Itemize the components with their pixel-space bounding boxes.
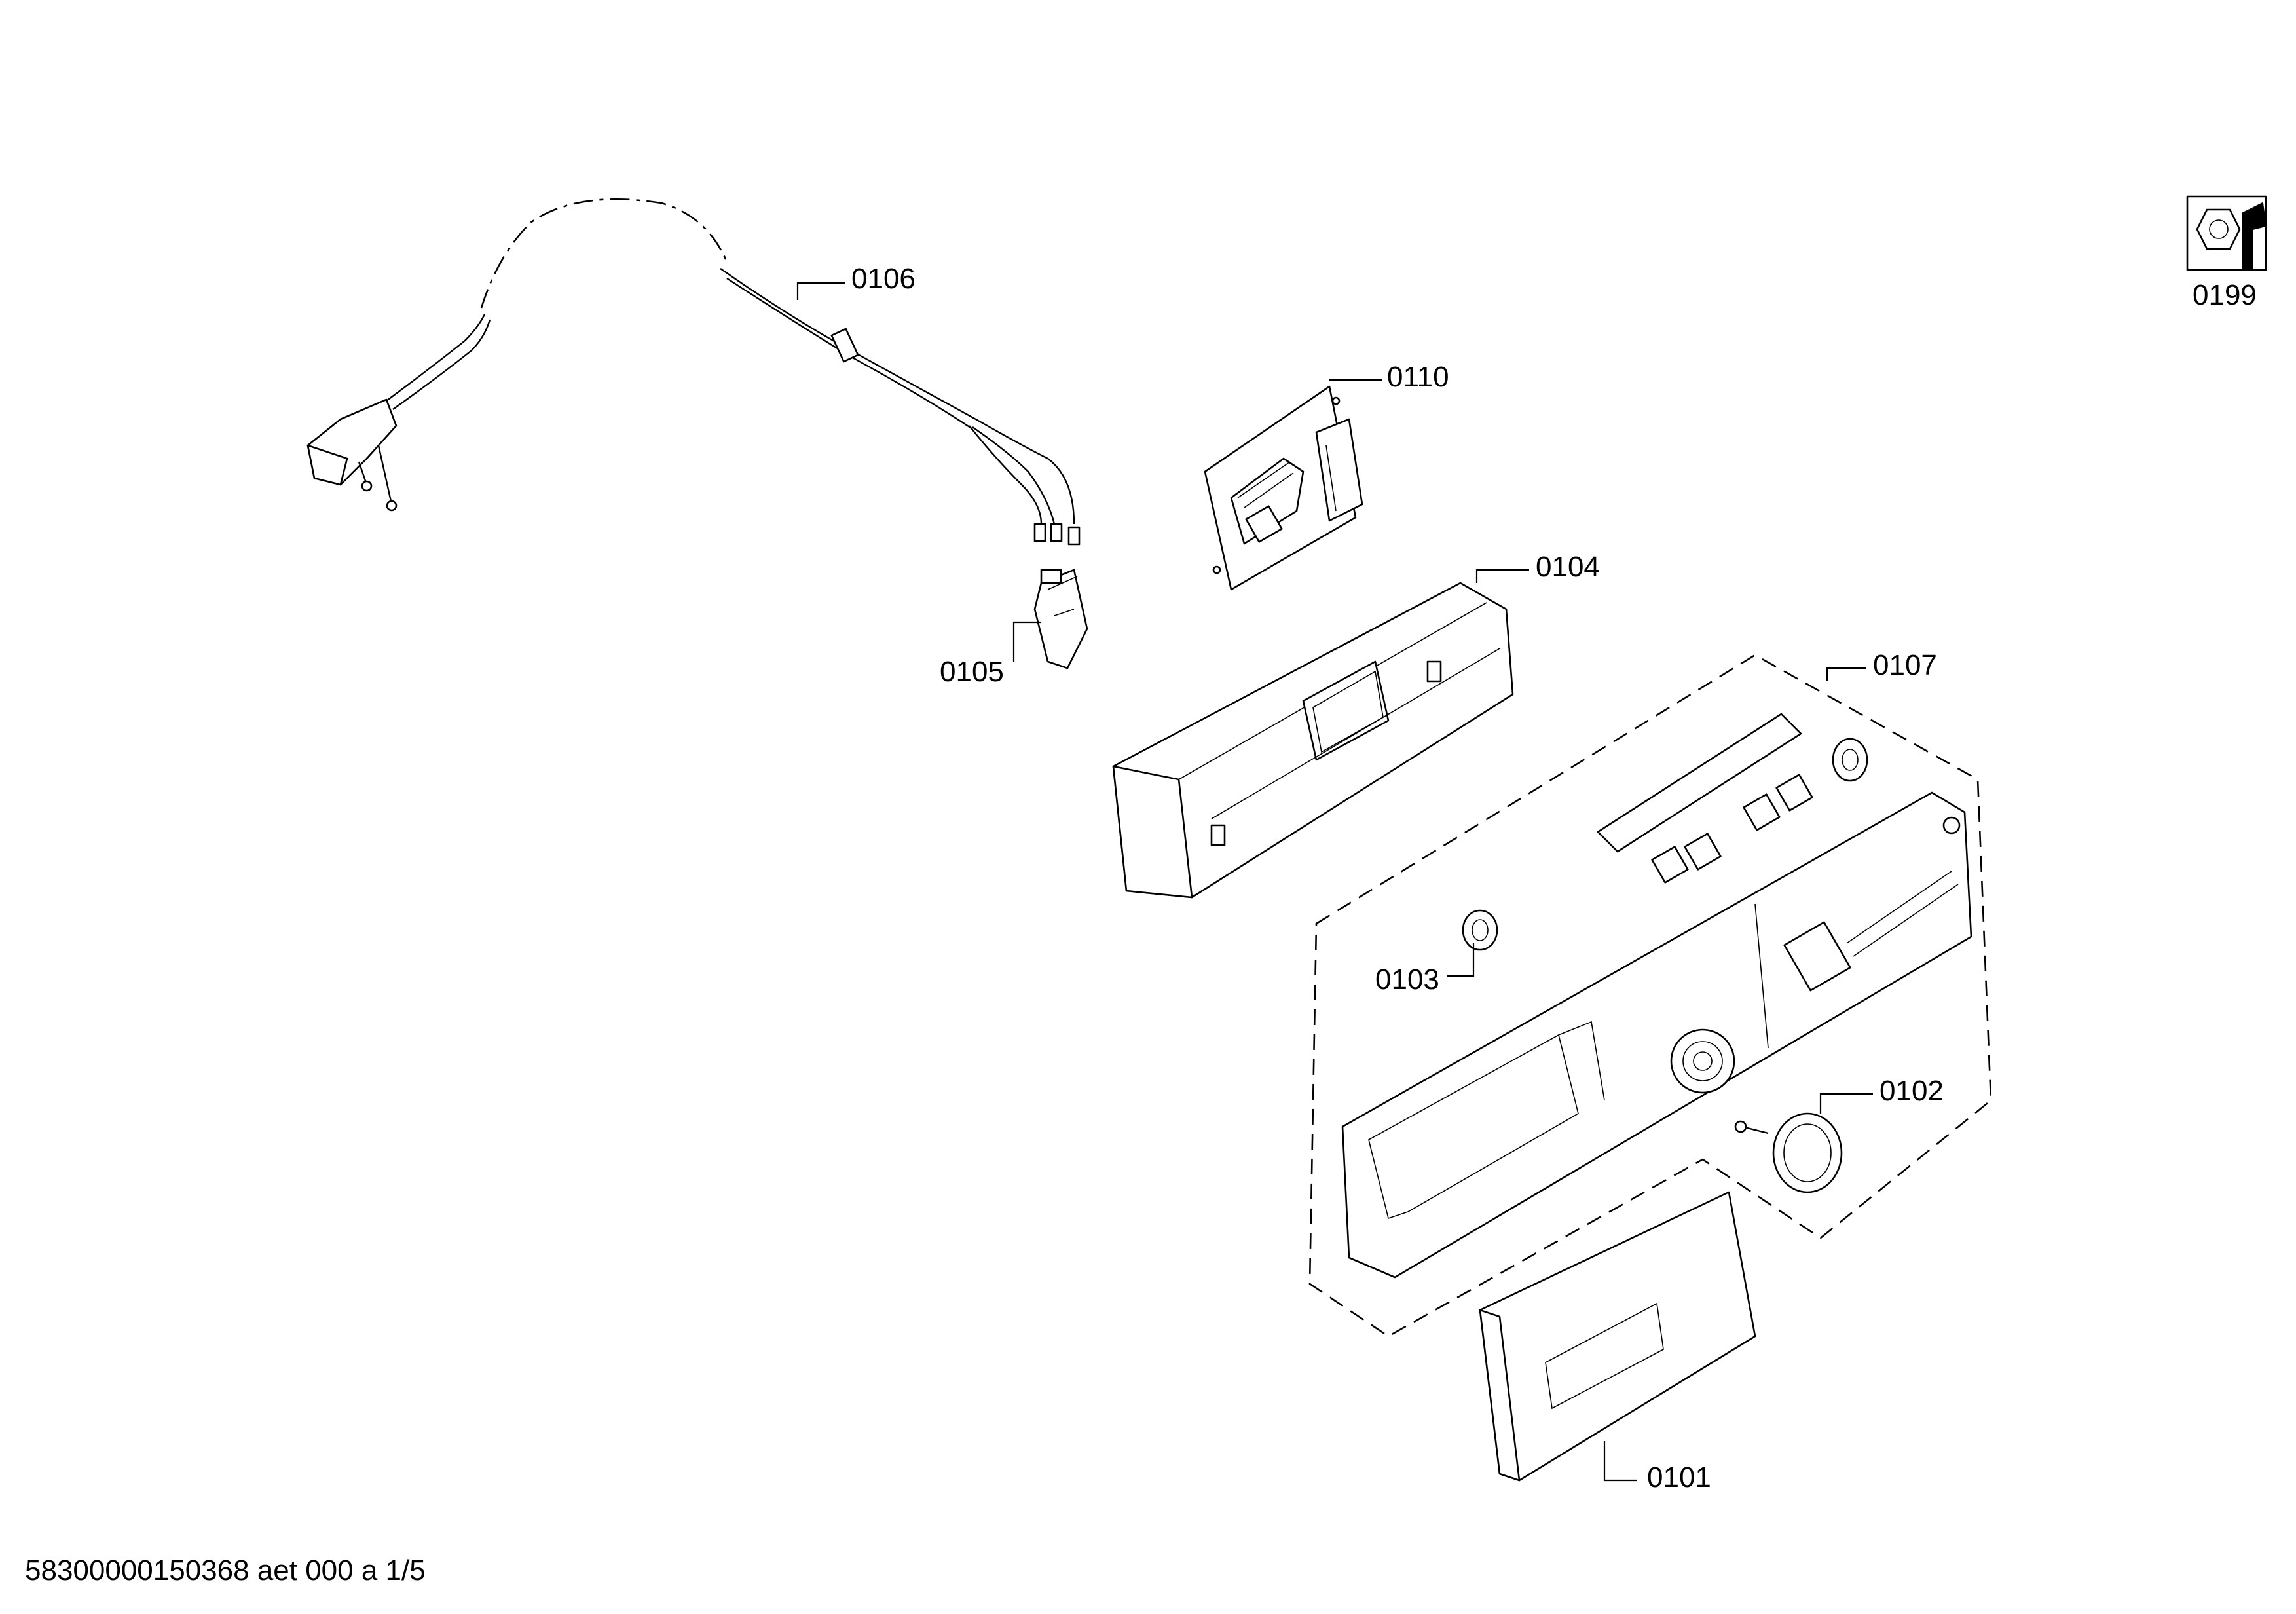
indicator-0103 [1462, 909, 1498, 951]
leader-0102 [1819, 1093, 1873, 1114]
leader-0106 [796, 282, 845, 300]
control-board-0110 [1204, 385, 1363, 591]
leader-0104 [1475, 569, 1529, 583]
part-label-0105: 0105 [940, 656, 1004, 688]
nut-and-wrench-icon [2186, 195, 2267, 271]
leader-0105 [1012, 621, 1041, 662]
leader-0101 [1603, 1441, 1637, 1482]
leader-0107 [1826, 667, 1866, 681]
part-label-0110: 0110 [1387, 361, 1449, 393]
housing-0104 [1112, 582, 1514, 899]
button-set-0107 [1597, 713, 1868, 884]
part-label-0101: 0101 [1647, 1461, 1711, 1493]
part-label-0106: 0106 [851, 263, 916, 295]
control-panel-fascia [1341, 791, 1972, 1279]
group-outline-0107 [1308, 654, 1992, 1338]
part-label-0199: 0199 [2193, 279, 2257, 311]
drawer-panel-0101 [1479, 1191, 1756, 1482]
document-id: 58300000150368 aet 000 a 1/5 [25, 1554, 426, 1586]
suppressor-0105 [1033, 569, 1088, 669]
part-label-0102: 0102 [1879, 1075, 1944, 1107]
power-cord-0106 [306, 198, 1081, 546]
part-label-0103: 0103 [1375, 964, 1439, 996]
part-label-0104: 0104 [1536, 551, 1600, 583]
leader-0103 [1447, 943, 1475, 977]
knob-0102 [1734, 1112, 1843, 1193]
part-label-0107: 0107 [1873, 649, 1937, 681]
